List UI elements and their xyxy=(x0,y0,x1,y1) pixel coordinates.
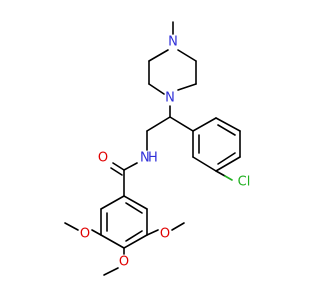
bond-cp-2 xyxy=(215,117,241,132)
molecule-canvas: N N H N O Cl O O O xyxy=(64,21,251,276)
bond-tb-double-2 xyxy=(125,230,143,242)
bond-cp-1 xyxy=(192,117,217,132)
atom-n-piperazine-bottom: N xyxy=(165,91,175,106)
bond-tb-6 xyxy=(123,195,148,210)
bond-ch-ch2 xyxy=(146,116,171,132)
bond-pip-4 xyxy=(177,83,197,91)
bond-nh-co xyxy=(123,162,138,171)
bond-ch-aryl xyxy=(169,116,194,132)
bond-tb-1 xyxy=(100,195,125,210)
bond-c-cl-colored xyxy=(224,175,233,181)
bond-cp-5 xyxy=(192,156,217,172)
atom-n-piperazine-top: N xyxy=(168,35,178,50)
bond-co-2 xyxy=(110,167,123,176)
bond-pip-6 xyxy=(177,49,197,62)
bond-tb-4 xyxy=(123,234,148,249)
atom-o-methoxy-bottom: O xyxy=(119,255,129,270)
molecule-structure: N N H N O Cl O O O xyxy=(64,21,251,276)
bond-c-cl xyxy=(215,170,226,177)
bond-tb-3 xyxy=(100,234,125,249)
atom-o-methoxy-left: O xyxy=(80,227,90,242)
atom-n-amide: H xyxy=(148,151,158,166)
atom-o-carbonyl: O xyxy=(98,151,108,166)
bond-ring-ome-right xyxy=(146,229,159,236)
bond-ome-bottom-me xyxy=(103,267,119,276)
bond-cp-4 xyxy=(215,156,241,172)
bond-co-1 xyxy=(112,162,125,171)
atom-n-amide-h: N xyxy=(140,151,150,166)
bond-pip-1 xyxy=(148,49,169,62)
bond-ome-right-me xyxy=(171,222,185,231)
bond-tb-double-3 xyxy=(125,202,143,214)
bond-cp-double-1 xyxy=(217,124,236,136)
atom-o-methoxy-right: O xyxy=(160,227,170,242)
bond-ring-ome-left xyxy=(91,229,102,236)
bond-pip-3 xyxy=(148,83,165,95)
atom-cl: Cl xyxy=(238,175,251,190)
bond-ome-left-me xyxy=(64,222,79,231)
bond-cp-double-2 xyxy=(217,152,236,165)
